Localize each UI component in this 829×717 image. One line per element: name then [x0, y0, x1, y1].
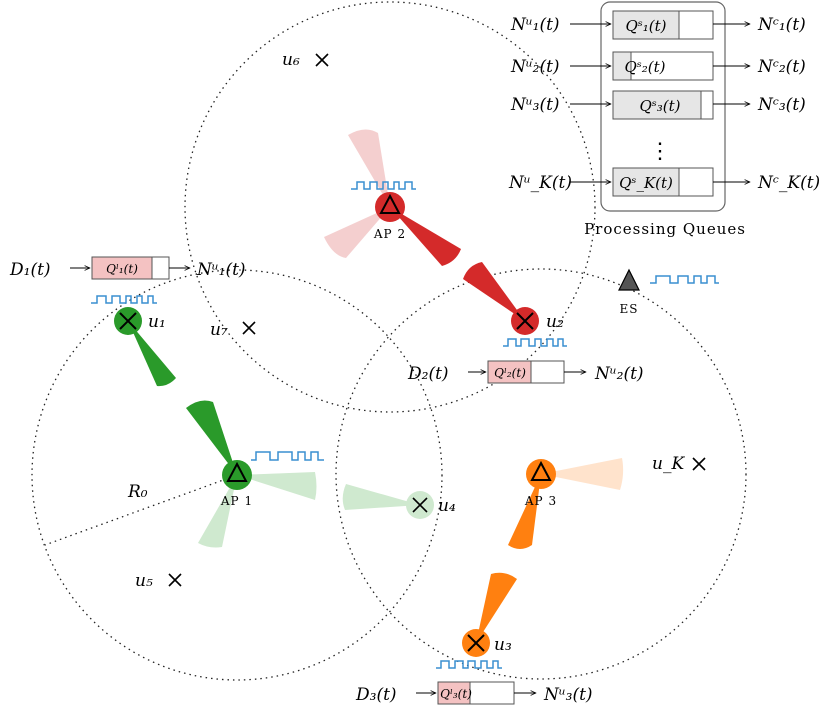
signal-u3 — [436, 660, 502, 669]
u4-label: u₄ — [438, 496, 456, 516]
cross-icon — [467, 634, 485, 652]
u3-label: u₃ — [494, 635, 512, 655]
beam-ap3-to-u3 — [508, 474, 541, 549]
uK-label: u_K — [652, 454, 685, 474]
proc-row-2-output: Nᶜ₂(t) — [757, 57, 806, 77]
processing-queues: Nᵘ₁(t) Qˢ₁(t) Nᶜ₁(t) Nᵘ₂(t) Qˢ₂(t) Nᶜ₂(t… — [508, 1, 820, 238]
local-queue-2-input: D₂(t) — [407, 364, 449, 384]
cross-icon[interactable] — [168, 573, 182, 587]
es-label: ES — [620, 302, 639, 316]
proc-row-1-output: Nᶜ₁(t) — [757, 15, 806, 35]
cross-icon[interactable] — [315, 53, 329, 67]
proc-row-k-input: Nᵘ_K(t) — [508, 173, 572, 193]
beam-ap1-lower — [198, 475, 237, 548]
radius-line — [44, 474, 238, 546]
u6-label: u₆ — [282, 50, 300, 70]
u7-label: u₇ — [210, 320, 228, 340]
triangle-icon — [530, 460, 552, 481]
signal-u1 — [91, 295, 157, 304]
beam-u2-from-ap2 — [463, 262, 525, 321]
proc-row-1-label: Qˢ₁(t) — [625, 17, 666, 35]
proc-row-3-output: Nᶜ₃(t) — [757, 95, 806, 115]
local-queue-1-output: Nᵘ₁(t) — [196, 260, 246, 280]
triangle-icon — [379, 193, 401, 214]
ap2-node[interactable] — [375, 192, 405, 222]
user-u3[interactable] — [462, 629, 490, 657]
beam-ap3-side — [541, 458, 624, 490]
local-queue-3-output: Nᵘ₃(t) — [543, 685, 593, 705]
radius-label: R₀ — [127, 482, 148, 502]
proc-row-1-input: Nᵘ₁(t) — [510, 15, 560, 35]
proc-row-k-label: Qˢ_K(t) — [619, 174, 673, 192]
local-queue-2-output: Nᵘ₂(t) — [594, 364, 644, 384]
ap3-label: AP 3 — [524, 494, 557, 508]
local-queue-3: D₃(t) Qˡ₃(t) Nᵘ₃(t) — [355, 681, 593, 705]
beam-ap2-upper — [348, 129, 390, 207]
proc-row-2-label: Qˢ₂(t) — [624, 58, 665, 76]
local-queue-2-label: Qˡ₂(t) — [494, 366, 526, 380]
coverage-circle-ap3 — [335, 268, 747, 680]
u5-label: u₅ — [135, 571, 153, 591]
coverage-circle-ap2 — [184, 1, 596, 413]
u2-label: u₂ — [546, 312, 564, 332]
local-queue-3-label: Qˡ₃(t) — [440, 687, 472, 701]
triangle-icon — [226, 461, 248, 482]
local-queue-2: D₂(t) Qˡ₂(t) Nᵘ₂(t) — [407, 360, 644, 384]
processing-title: Processing Queues — [584, 220, 746, 238]
signal-ap2 — [351, 181, 416, 190]
local-queue-1-label: Qˡ₁(t) — [106, 262, 138, 276]
cross-icon[interactable] — [242, 321, 256, 335]
proc-row-2-input: Nᵘ₂(t) — [510, 57, 560, 77]
coverage-circle-ap1 — [31, 269, 443, 681]
ap1-node[interactable] — [222, 460, 252, 490]
proc-row-k-output: Nᶜ_K(t) — [757, 173, 820, 193]
local-queue-1-input: D₁(t) — [9, 260, 51, 280]
user-u1[interactable] — [114, 307, 142, 335]
cross-icon — [412, 497, 428, 513]
beam-ap2-left — [324, 207, 390, 258]
user-u2[interactable] — [511, 307, 539, 335]
proc-row-3-label: Qˢ₃(t) — [639, 97, 680, 115]
u1-label: u₁ — [148, 312, 166, 332]
cross-icon — [516, 312, 534, 330]
beams — [128, 129, 624, 643]
beam-u1-from-ap1 — [128, 321, 176, 387]
user-u4[interactable] — [406, 491, 434, 519]
cross-icon — [119, 312, 137, 330]
signal-ap1 — [251, 451, 324, 461]
ap1-label: AP 1 — [220, 494, 253, 508]
es-triangle-icon[interactable] — [618, 268, 640, 291]
ap3-node[interactable] — [526, 459, 556, 489]
proc-dots: ⋮ — [649, 139, 671, 164]
beam-u4 — [342, 484, 420, 510]
beam-ap1-to-u1 — [186, 400, 237, 475]
beam-u3-from-ap3 — [476, 572, 517, 643]
beam-ap1-side — [237, 472, 317, 500]
ap2-label: AP 2 — [373, 227, 406, 241]
proc-row-3-input: Nᵘ₃(t) — [510, 95, 560, 115]
beam-ap2-to-u2 — [390, 207, 461, 266]
local-queue-1: D₁(t) Qˡ₁(t) Nᵘ₁(t) — [9, 256, 246, 280]
signal-es — [650, 275, 719, 284]
local-queue-3-input: D₃(t) — [355, 685, 397, 705]
cross-icon[interactable] — [692, 457, 706, 471]
signals — [91, 181, 719, 669]
signal-u2 — [503, 338, 567, 347]
